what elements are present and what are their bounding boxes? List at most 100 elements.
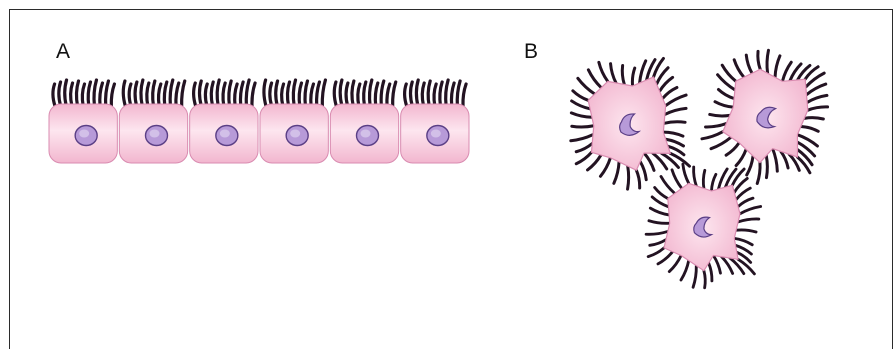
cilium [588,68,601,89]
cilium [801,126,819,131]
panel-b-detached-cells [561,42,836,288]
cilium [446,80,448,106]
cilium [346,83,348,106]
epithelial-cell [260,80,328,163]
cilium [599,62,608,83]
cilium [703,170,704,188]
nucleus-highlight [431,130,441,138]
cilium [670,151,689,169]
cilium [217,80,219,106]
nucleus-highlight [79,130,89,138]
cilium [710,112,730,118]
epithelial-cell [49,80,117,163]
cilium [683,164,689,183]
cilium [375,83,377,106]
cilium [648,248,664,257]
epithelial-cell [330,80,398,163]
cilium [129,84,131,106]
cilium [704,271,705,288]
cilium [381,81,384,106]
cilium [440,82,442,106]
cilium [393,82,396,106]
cilium [434,84,436,106]
cilium [743,55,755,73]
cilium [223,83,225,106]
cilium [270,83,272,106]
ciliated-cells-diagram [0,0,895,338]
epithelial-cell [401,80,469,163]
cilium [147,83,149,106]
cilium [738,219,759,222]
cilium [575,143,593,151]
cilium [649,221,670,224]
cilium [715,102,734,108]
cilium [457,81,460,106]
cilium [135,82,137,106]
cilium [311,84,314,106]
cilium [82,84,84,106]
cilium [681,261,689,280]
cilium [650,240,666,246]
epithelial-cell [119,80,187,163]
cilium [387,84,390,106]
cilium [756,163,761,184]
cilium [111,84,114,106]
cilium [59,82,61,106]
cilium [164,82,166,106]
cilium [694,167,697,186]
cilium [769,149,781,172]
cilium [807,92,827,105]
cilium [664,108,686,114]
cilium [370,80,372,106]
cilium [740,206,761,213]
cilium [199,81,201,106]
cilium [94,80,96,106]
cilium [726,141,739,157]
cilium [71,83,73,106]
cilium [340,80,342,106]
cilium [702,128,723,142]
cilium [334,82,336,106]
cilium [665,95,688,106]
cilium [282,84,284,106]
cilium [123,81,125,106]
cilium [747,156,753,176]
cilium [738,198,753,206]
cilium [713,256,720,274]
cilium [235,84,237,106]
cilia-tuft [334,80,395,106]
cilium [672,170,682,189]
cilium [693,266,696,288]
cilium [240,82,243,106]
cilium [176,83,179,106]
cilium [416,80,418,106]
cilium [712,174,716,191]
cilium [405,84,407,106]
cilium [661,176,675,193]
cilium [252,83,255,106]
cilium [229,81,231,106]
cilium [646,231,668,234]
cilium [572,123,594,129]
cilium [621,66,625,85]
cilium [463,84,466,106]
cilium [65,80,67,106]
cilium [661,87,678,98]
cilium [276,81,278,106]
cilium [736,148,746,167]
cilium [53,84,55,106]
cilium [570,135,593,141]
cilium [451,83,454,106]
cilium [364,82,366,106]
cilium [422,83,424,106]
cilium [664,120,685,125]
nucleus-highlight [150,130,160,138]
cilium [299,83,301,106]
cilium [100,83,103,106]
cilium [322,80,325,106]
cilium [636,170,640,188]
cilium [611,162,622,183]
cilium [716,75,737,90]
cilia-tuft [264,80,325,106]
cilium [106,81,109,106]
